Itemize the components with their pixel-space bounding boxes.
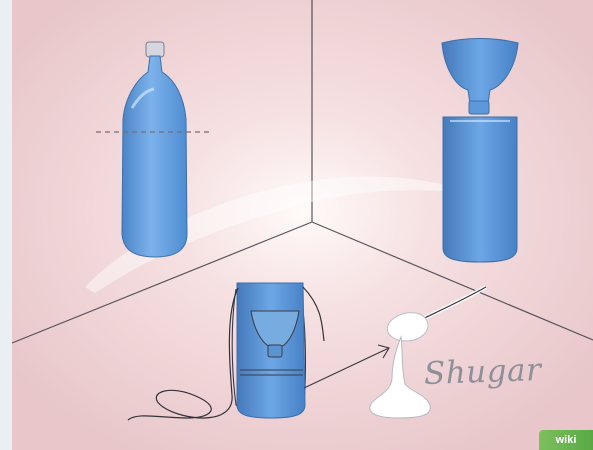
cut-bottle-icon — [442, 39, 518, 263]
wikihow-watermark: wiki — [539, 430, 593, 450]
sugar-label: Shugar — [423, 352, 541, 392]
